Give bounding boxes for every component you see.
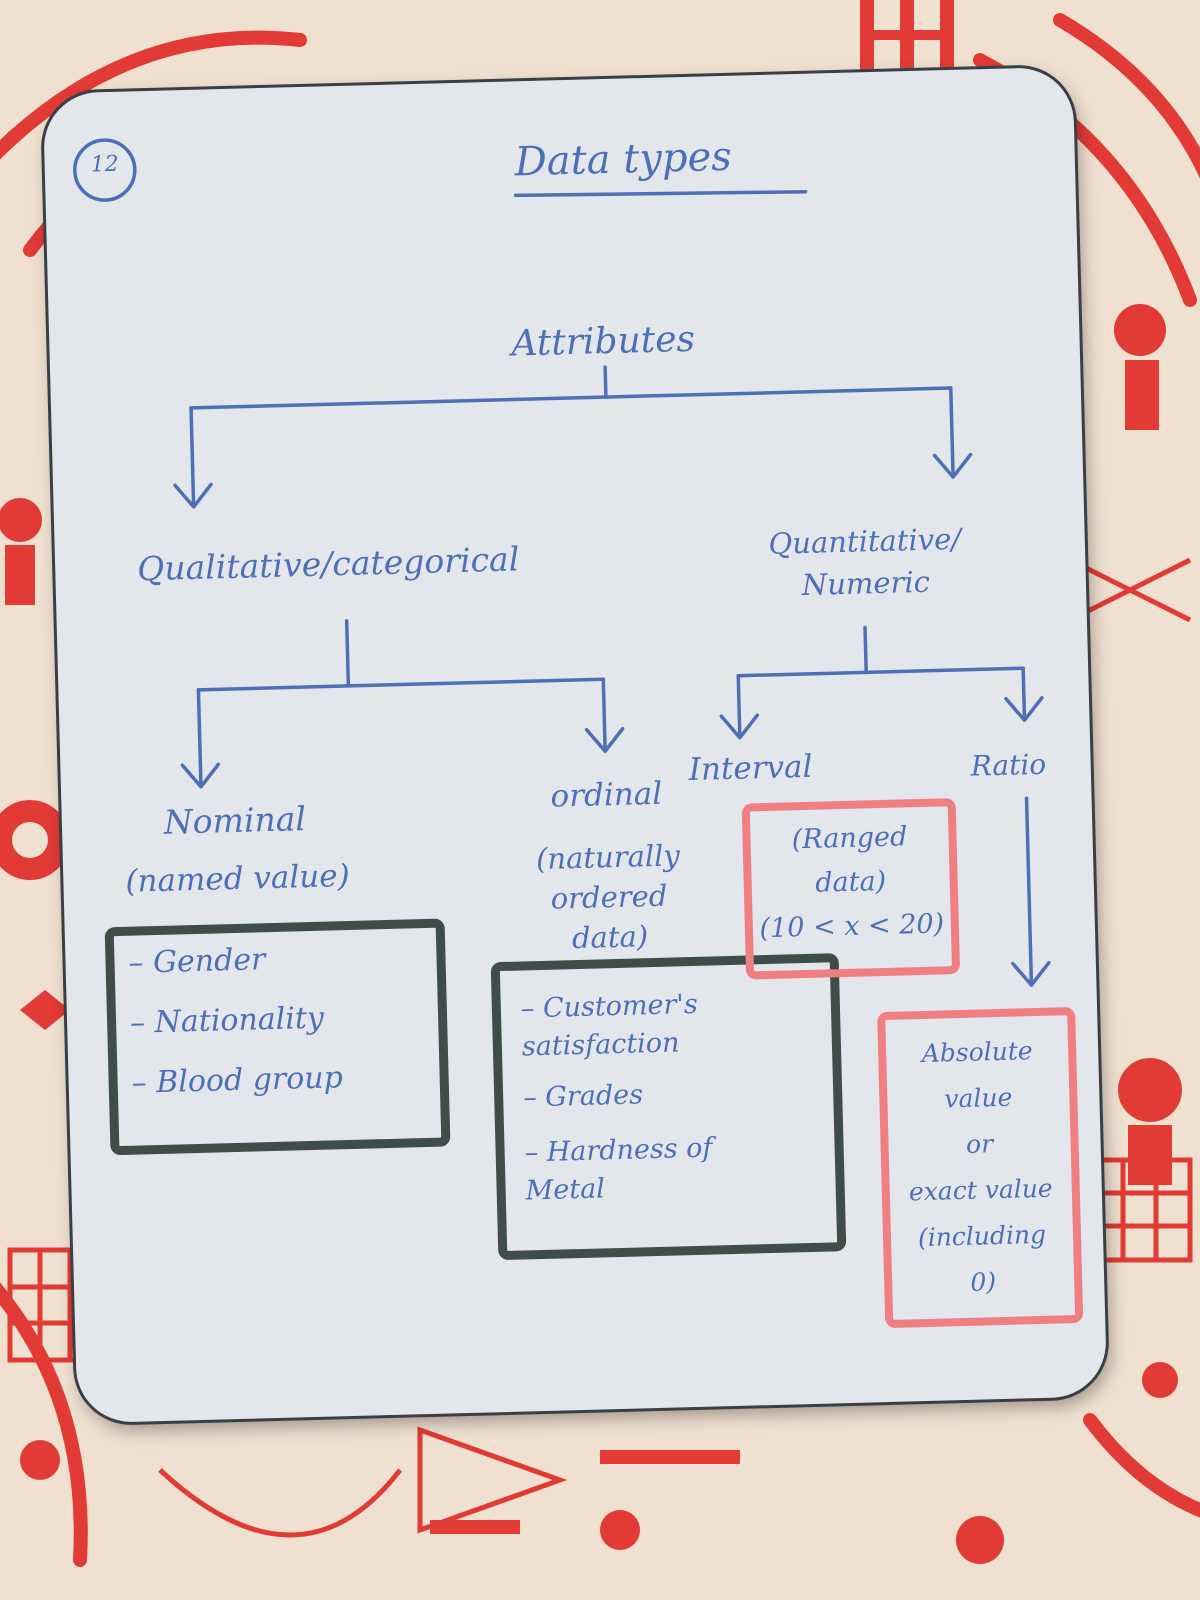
ordinal-note-line-2: ordered — [550, 878, 668, 916]
ratio-note-line-3: or — [965, 1129, 994, 1159]
nominal-note: (named value) — [124, 857, 351, 900]
connector-quant-stem — [863, 625, 868, 675]
arrowhead-nominal — [180, 762, 221, 789]
quantitative-label: Quantitative/ Numeric — [734, 517, 996, 608]
ordinal-label: ordinal — [550, 775, 663, 815]
ratio-note-line-4: exact value — [908, 1173, 1054, 1207]
quantitative-label-line-2: Numeric — [801, 564, 931, 603]
ratio-note-line-1: Absolute — [921, 1036, 1033, 1069]
ratio-note: Absolute value or exact value (including… — [886, 1027, 1075, 1308]
connector-root-bar — [189, 386, 953, 410]
connector-to-ratio — [1021, 666, 1027, 720]
interval-label: Interval — [688, 748, 813, 789]
ordinal-examples-box: – Customer's satisfaction – Grades – Har… — [490, 953, 847, 1261]
ratio-note-line-2: value — [944, 1082, 1013, 1114]
arrowhead-quantitative — [932, 452, 973, 479]
nominal-label: Nominal — [163, 799, 307, 842]
connector-quant-bar — [736, 666, 1025, 678]
connector-qual-stem — [344, 619, 351, 688]
connector-qual-bar — [196, 677, 606, 692]
nominal-example-gender: – Gender — [128, 942, 266, 981]
ordinal-example-grades: – Grades — [522, 1079, 644, 1114]
interval-note: (Ranged data) (10 < x < 20) — [750, 814, 951, 951]
diagram-connectors — [73, 138, 1051, 987]
connector-to-interval — [736, 673, 742, 738]
arrowhead-qualitative — [173, 482, 213, 509]
page-number: 12 — [90, 151, 119, 178]
ratio-note-line-5: (including — [917, 1219, 1047, 1253]
connector-root-stem — [603, 365, 608, 399]
whiteboard-card: 12 Data types Attributes Qualitative/cat… — [42, 66, 1108, 1424]
root-attributes-label: Attributes — [510, 318, 696, 365]
ordinal-note-line-1: (naturally — [535, 838, 681, 877]
ratio-note-box: Absolute value or exact value (including… — [877, 1007, 1084, 1329]
title-underline — [513, 190, 808, 198]
page-number-circle — [73, 138, 137, 202]
ordinal-example-satisfaction: – Customer's satisfaction — [520, 988, 699, 1063]
connector-to-ordinal — [601, 677, 607, 751]
nominal-example-blood-group: – Blood group — [131, 1060, 344, 1101]
nominal-examples-box: – Gender – Nationality – Blood group — [104, 918, 451, 1156]
quantitative-label-line-1: Quantitative/ — [768, 521, 962, 561]
connector-to-nominal — [196, 688, 203, 787]
arrowhead-interval — [719, 713, 760, 740]
ordinal-note: (naturally ordered data) — [492, 834, 725, 960]
ratio-label: Ratio — [970, 747, 1047, 783]
arrowhead-ordinal — [584, 726, 625, 753]
ordinal-note-line-3: data) — [571, 919, 649, 956]
interval-note-box: (Ranged data) (10 < x < 20) — [741, 798, 961, 980]
connector-to-quantitative — [949, 386, 955, 477]
interval-note-line-3: (10 < x < 20) — [759, 908, 945, 945]
arrowhead-absolute — [1011, 960, 1051, 987]
arrowhead-ratio — [1004, 696, 1044, 722]
page-title: Data types — [514, 133, 733, 186]
connector-ratio-down — [1024, 796, 1034, 985]
interval-note-line-1: (Ranged — [791, 821, 908, 856]
nominal-example-nationality: – Nationality — [129, 1000, 325, 1041]
interval-note-line-2: data) — [814, 865, 887, 899]
ordinal-example-hardness: – Hardness of Metal — [524, 1132, 713, 1207]
connector-to-qualitative — [189, 406, 196, 507]
ratio-note-line-6: 0) — [969, 1267, 997, 1297]
